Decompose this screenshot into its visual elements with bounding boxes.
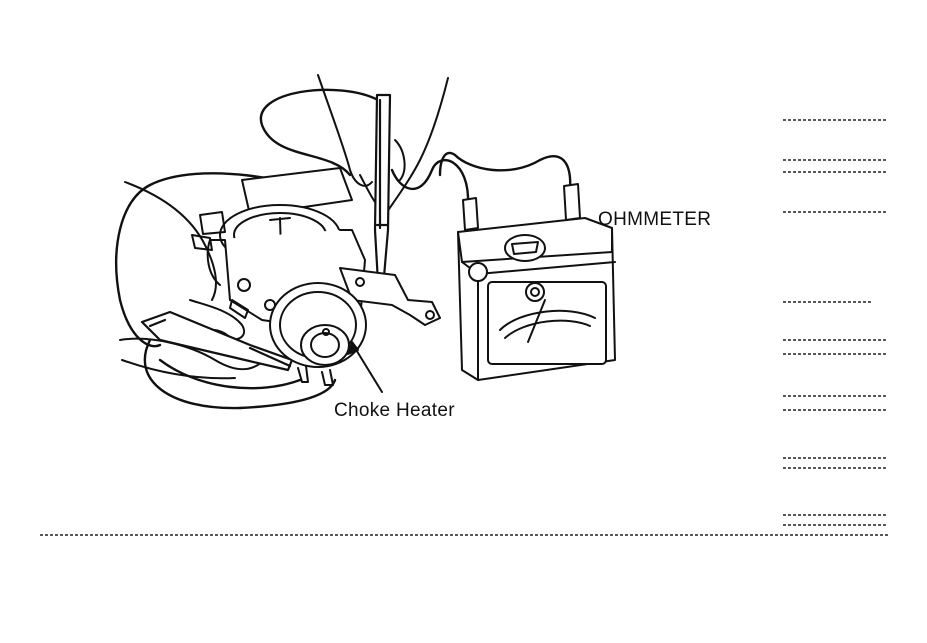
ohmmeter-illustration [457,183,616,381]
choke-heater-leader [347,341,383,393]
choke-heater-label: Choke Heater [334,400,455,421]
left-test-clip [140,310,294,372]
probe-pen [373,93,392,302]
carburetor-illustration [191,167,441,386]
margin-text-fragments [40,119,888,536]
ohmmeter-label: OHMMETER [598,209,711,230]
